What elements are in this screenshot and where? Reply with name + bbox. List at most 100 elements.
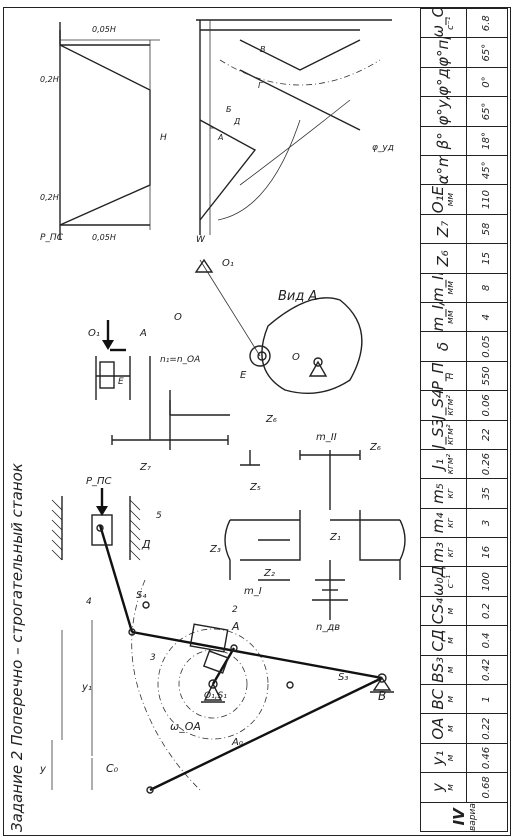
label-vid-a: Вид A bbox=[278, 289, 317, 304]
header-symbol: φ°пр bbox=[434, 37, 453, 67]
table-value-cell: 0.68 bbox=[466, 772, 508, 803]
header-symbol: m₄ bbox=[429, 512, 448, 534]
header-symbol: CS₄ bbox=[429, 597, 448, 625]
table-value-cell: 58 bbox=[466, 214, 508, 244]
label-ppc2: P_ПС bbox=[40, 233, 64, 243]
label-d-diag: Д bbox=[233, 117, 240, 126]
header-symbol: y bbox=[429, 782, 448, 792]
label-z6a: Z₆ bbox=[265, 414, 277, 425]
table-value-cell: 15 bbox=[466, 243, 508, 274]
label-005a: 0,05H bbox=[92, 25, 116, 34]
label-e-top: E bbox=[118, 377, 124, 387]
variant-sub: вариант bbox=[468, 802, 478, 831]
table-value-cell: 0.26 bbox=[466, 449, 508, 479]
label-z5: Z₅ bbox=[249, 482, 261, 493]
header-unit: м bbox=[446, 607, 457, 615]
header-unit: Н bbox=[446, 372, 457, 380]
label-g-diag: Г bbox=[258, 81, 263, 90]
header-symbol: BC bbox=[429, 688, 448, 710]
header-unit: м bbox=[446, 637, 457, 644]
header-unit: кг bbox=[446, 517, 457, 528]
header-unit: мм bbox=[446, 280, 457, 295]
header-symbol: m_I/m_II= bbox=[429, 302, 447, 331]
header-symbol: J_S3 bbox=[429, 420, 448, 449]
table-value-cell: 65° bbox=[466, 96, 508, 127]
header-unit: кгм² bbox=[446, 424, 457, 446]
label-o1-top: O₁ bbox=[88, 328, 100, 339]
variant-cell: IV вариант bbox=[420, 802, 508, 832]
label-005b: 0,05H bbox=[92, 233, 116, 242]
label-w: W bbox=[196, 235, 206, 245]
header-symbol: y₁ bbox=[429, 750, 448, 766]
label-n1: n₁=n_OA bbox=[160, 355, 200, 365]
header-symbol: δ bbox=[434, 341, 453, 352]
table-value-cell: 0° bbox=[466, 67, 508, 97]
label-02b: 0,2H bbox=[40, 193, 59, 202]
table-value-cell: 6.8 bbox=[466, 8, 508, 38]
header-symbol: ω_OA bbox=[429, 8, 448, 38]
header-symbol: Z₇ bbox=[434, 220, 453, 238]
table-header-cell: β° bbox=[420, 126, 467, 156]
header-unit: мм bbox=[446, 192, 457, 207]
header-unit: м bbox=[446, 666, 457, 674]
table-value-cell: 0.46 bbox=[466, 743, 508, 773]
label-ndv: n_дв bbox=[316, 622, 340, 633]
label-o1-view: O₁ bbox=[222, 258, 234, 269]
label-02a: 0,2H bbox=[40, 75, 59, 84]
header-symbol: φ°д bbox=[434, 68, 453, 96]
table-value-cell: 4 bbox=[466, 302, 508, 332]
label-a: A bbox=[231, 620, 240, 633]
table-value-cell: 8 bbox=[466, 273, 508, 303]
cam-follower-top: O₁ E A O n₁=n_OA O₁ E O Вид A W bbox=[88, 235, 363, 440]
header-unit: кгм² bbox=[446, 453, 457, 475]
table-value-cell: 18° bbox=[466, 126, 508, 156]
lever-mechanism: y y₁ bbox=[39, 476, 394, 794]
header-symbol: J_S4 bbox=[429, 390, 448, 420]
label-o-view: O bbox=[292, 352, 300, 363]
label-h: H bbox=[160, 133, 167, 143]
table-value-cell: 0.05 bbox=[466, 331, 508, 362]
header-symbol: φ°уд bbox=[434, 96, 453, 126]
header-unit: мм bbox=[446, 310, 457, 324]
header-symbol: m₅ bbox=[429, 483, 448, 504]
cam-law-diagram: A Б В Г Д φ_уд bbox=[196, 19, 394, 235]
page-title: Задание 2 Поперечно – строгательный стан… bbox=[8, 463, 26, 832]
header-unit: м bbox=[446, 695, 457, 703]
label-a-diag: A bbox=[217, 133, 223, 142]
table-value-cell: 22 bbox=[466, 420, 508, 450]
table-value-cell: 45° bbox=[466, 155, 508, 185]
label-num-4: 4 bbox=[86, 597, 92, 607]
label-num-2: 2 bbox=[232, 605, 238, 615]
table-value-cell: 3 bbox=[466, 508, 508, 538]
table-value-cell: 0.06 bbox=[466, 390, 508, 421]
header-unit: кгм² bbox=[446, 395, 457, 416]
label-z1: Z₁ bbox=[329, 532, 341, 543]
label-z7: Z₇ bbox=[139, 462, 151, 473]
header-unit: кг bbox=[446, 488, 457, 499]
header-unit: с⁻¹ bbox=[446, 16, 457, 30]
label-b: B bbox=[378, 689, 386, 703]
header-unit: м bbox=[446, 754, 457, 762]
label-c0: C₀ bbox=[106, 762, 119, 775]
table-value-cell: 0.42 bbox=[466, 655, 508, 685]
table-header-cell: Z₆ bbox=[420, 243, 467, 274]
force-diagram: P_ПС 0,05H 0,2H H 0,2H 0,05H bbox=[40, 22, 167, 243]
table-header-cell: φ°д bbox=[420, 67, 467, 97]
header-symbol: β° bbox=[434, 132, 453, 150]
variant-label: IV bbox=[450, 808, 468, 826]
header-symbol: m₃ bbox=[429, 541, 448, 563]
table-value-cell: 16 bbox=[466, 537, 508, 567]
table-value-cell: 550 bbox=[466, 361, 508, 391]
label-s4: S₄ bbox=[136, 590, 146, 601]
